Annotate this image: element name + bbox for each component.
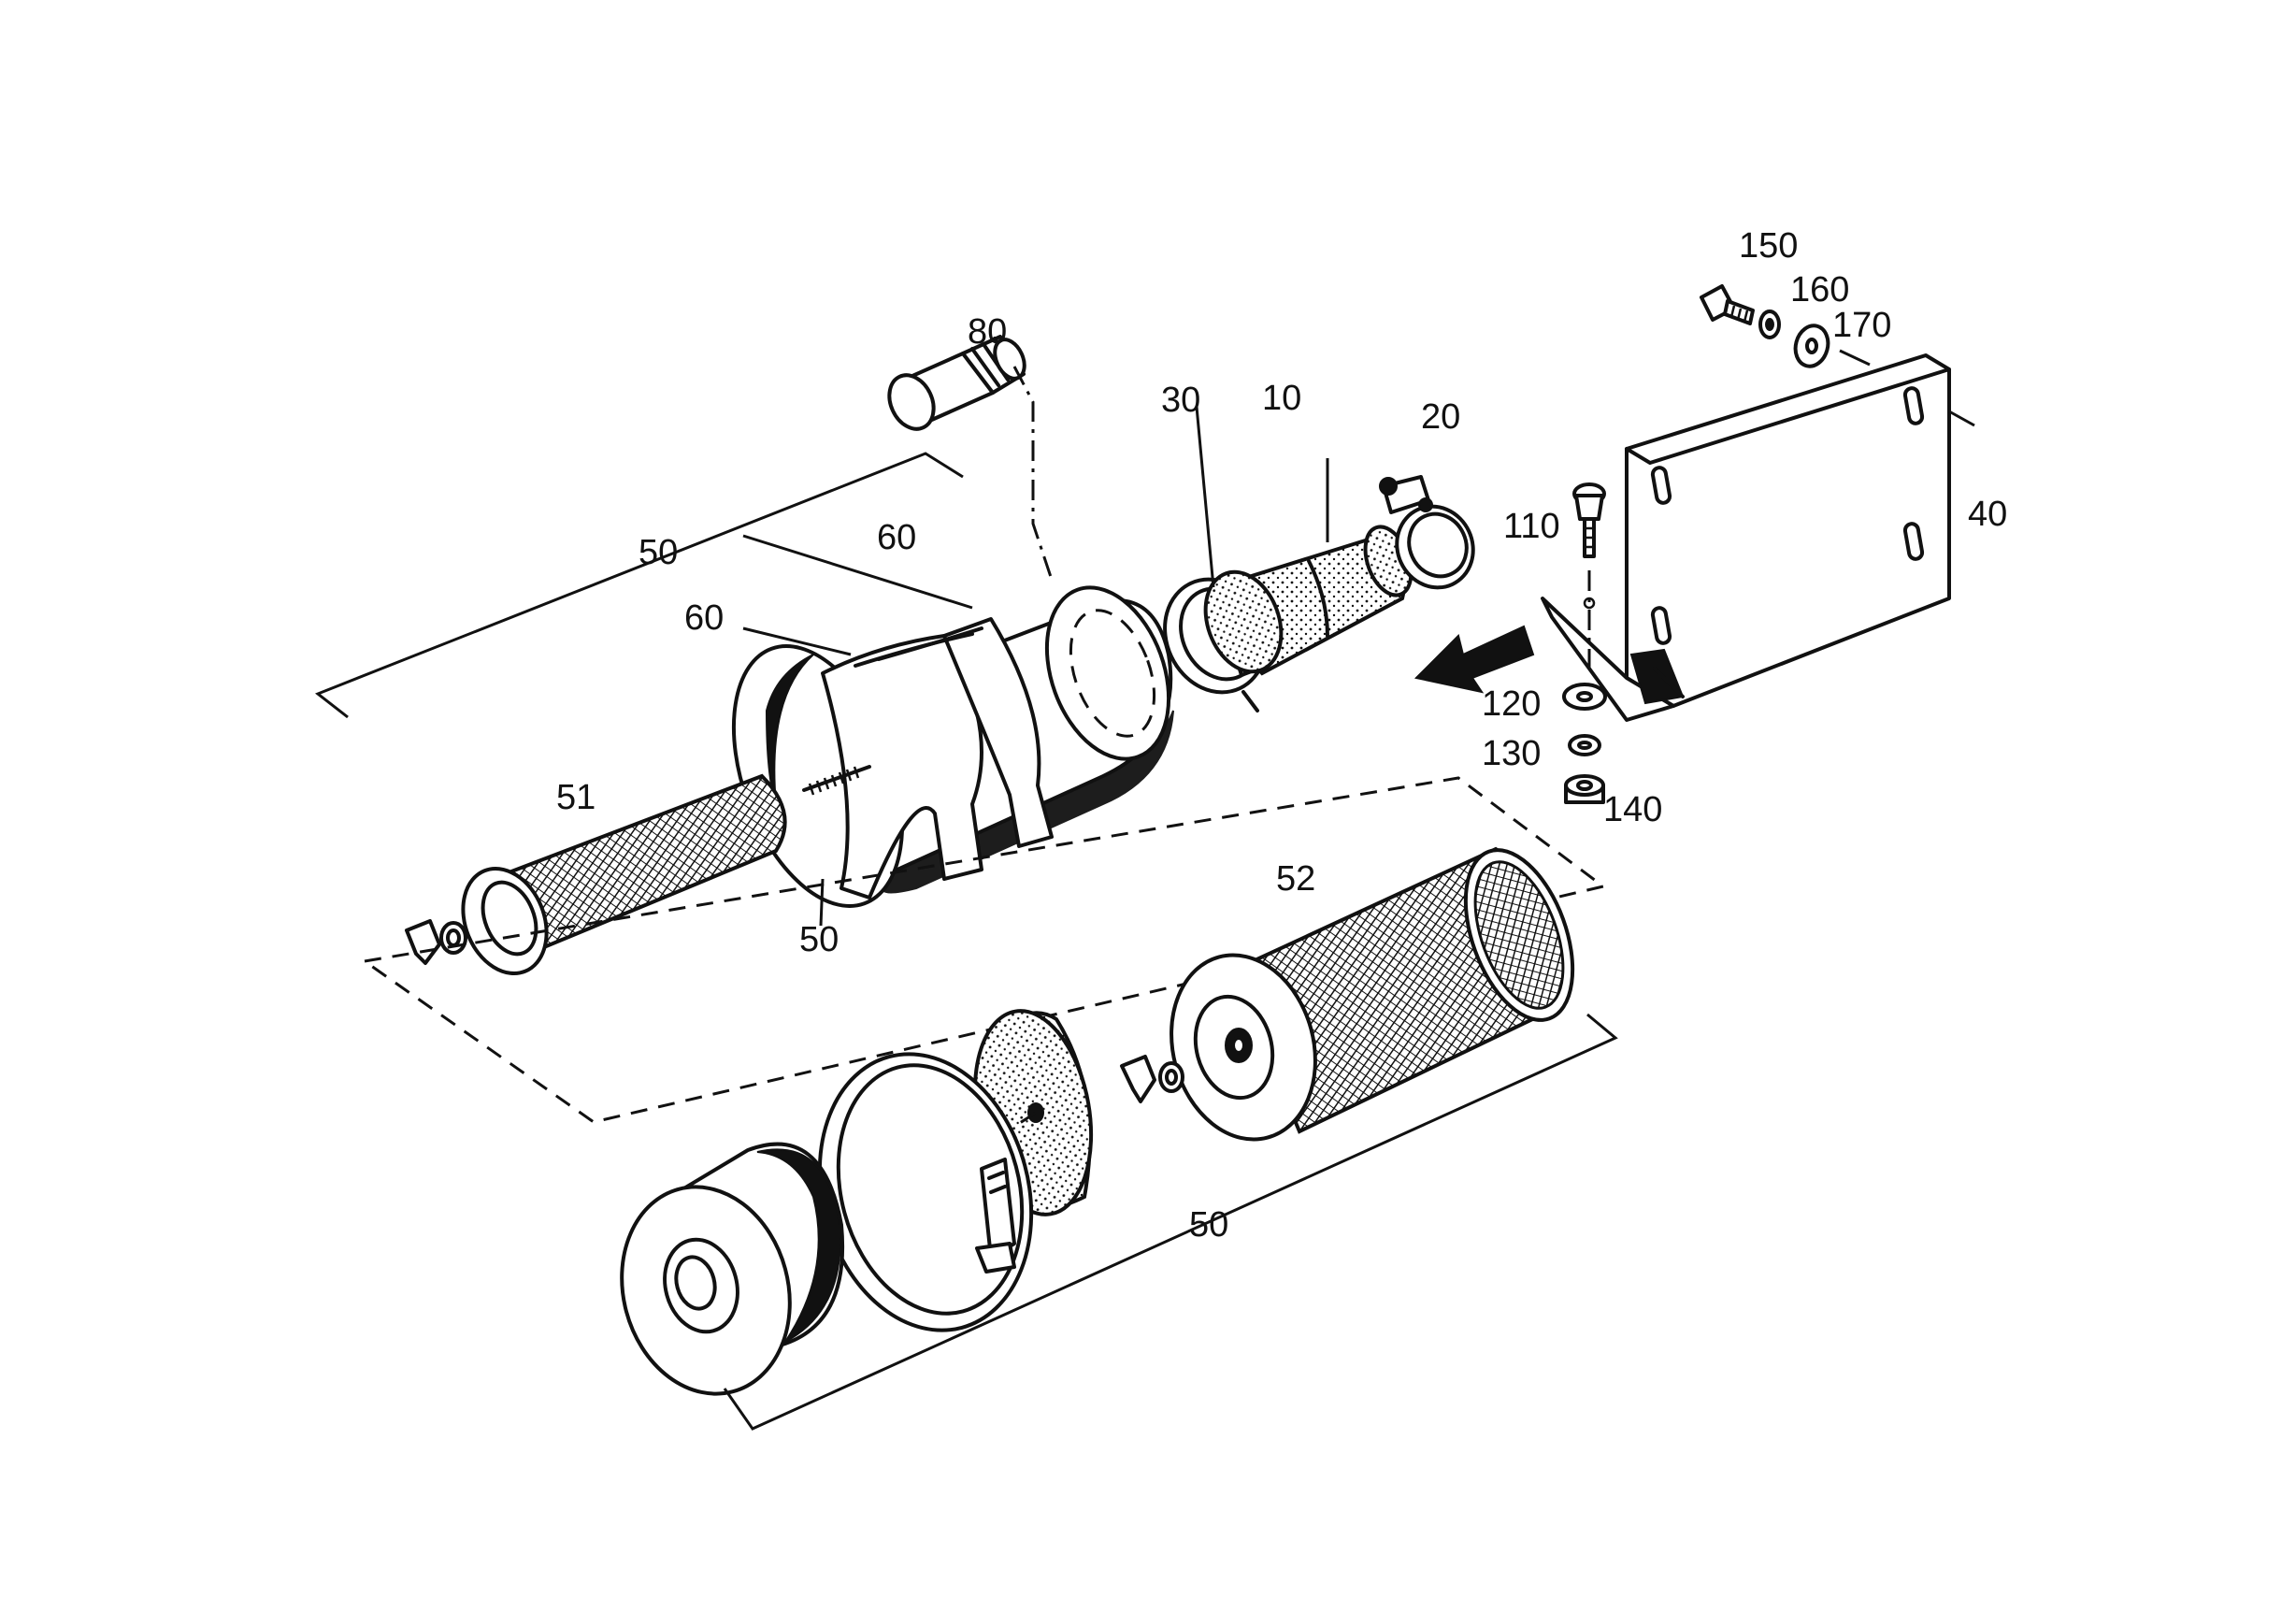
callout-51: 51 (556, 778, 596, 817)
leader-lines (742, 349, 1871, 927)
callout-60-a: 60 (877, 518, 916, 557)
callout-60-b: 60 (684, 598, 724, 638)
part-wing-nut-lower (1120, 1055, 1184, 1103)
part-52-outer-filter (1170, 846, 1575, 1142)
callout-50-mid: 50 (799, 920, 839, 959)
callout-40: 40 (1968, 495, 2007, 534)
callout-110: 110 (1503, 507, 1560, 546)
part-140-nut (1564, 774, 1605, 804)
callout-10: 10 (1262, 379, 1301, 418)
filter-element-dashed-outline (364, 776, 1607, 1124)
part-main-housing (731, 585, 1174, 908)
arrow-icon (1413, 625, 1535, 694)
part-40-bracket (1541, 353, 1975, 722)
part-170-washer (1793, 324, 1830, 368)
callout-52: 52 (1276, 859, 1315, 899)
callout-50-bottom: 50 (1189, 1205, 1228, 1245)
callout-170: 170 (1832, 306, 1891, 345)
part-10-hose (1203, 525, 1413, 676)
part-20-clamp (1379, 475, 1475, 590)
callout-140: 140 (1603, 790, 1662, 829)
part-150-bolt (1700, 284, 1755, 325)
callout-30: 30 (1161, 381, 1200, 420)
part-130-lock-washer (1568, 734, 1601, 756)
callout-80: 80 (968, 312, 1007, 352)
part-clamp-ring (817, 1052, 1034, 1332)
part-120-washer (1562, 683, 1607, 711)
part-160-washer (1758, 309, 1781, 339)
callout-120: 120 (1482, 684, 1541, 724)
housing-group-bracket (315, 452, 964, 719)
callout-50-top: 50 (639, 533, 678, 572)
lower-group-bracket (723, 1013, 1618, 1431)
callout-20: 20 (1421, 397, 1460, 437)
part-end-cover (620, 1142, 845, 1396)
part-51-inner-filter (405, 773, 787, 976)
callout-130: 130 (1482, 734, 1541, 773)
callout-150: 150 (1739, 226, 1798, 266)
part-110-bolt (1572, 482, 1606, 673)
part-80-fitting (887, 335, 1054, 581)
callout-160: 160 (1790, 270, 1849, 309)
